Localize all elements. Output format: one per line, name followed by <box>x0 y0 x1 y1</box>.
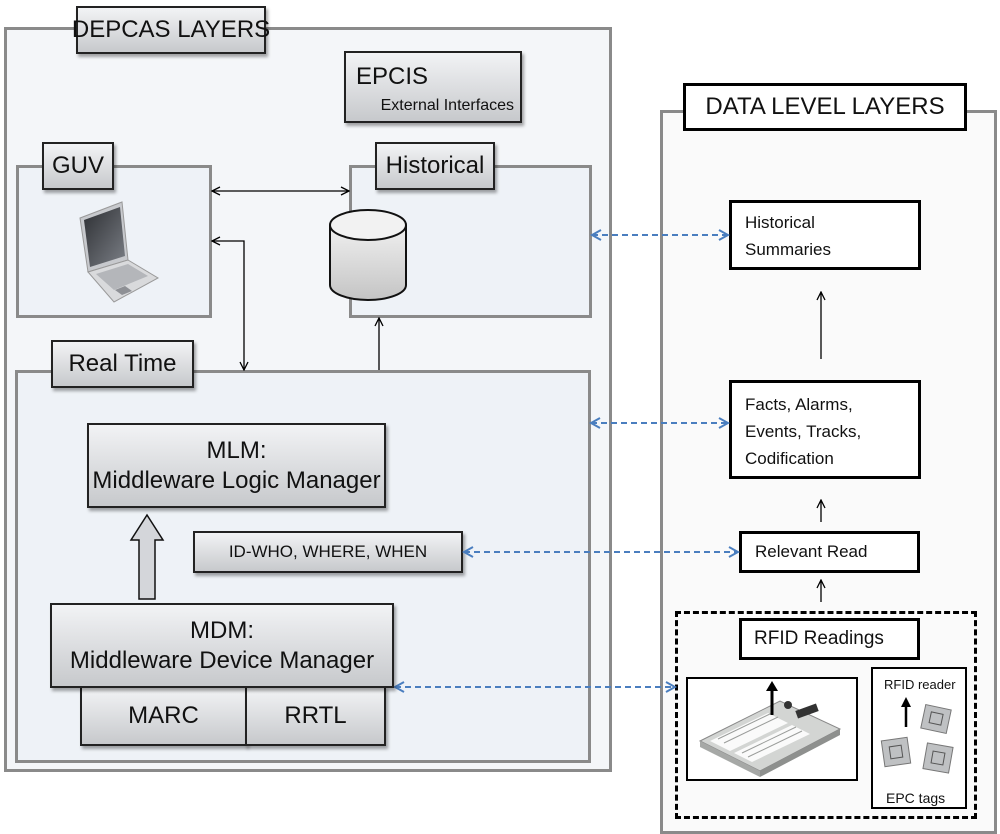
mlm-box: MLM: Middleware Logic Manager <box>87 423 386 508</box>
marc-box: MARC <box>80 686 247 746</box>
id-who-where-when-box: ID-WHO, WHERE, WHEN <box>193 531 463 573</box>
historical-title: Historical <box>375 142 495 190</box>
rfid-board-icon <box>698 681 842 777</box>
rfid-tags-box: RFID reader EPC tags <box>871 667 967 809</box>
epc-tags-icon <box>880 697 954 774</box>
historical-summaries-box: Historical Summaries <box>729 200 921 270</box>
guv-title: GUV <box>42 142 114 190</box>
rfid-readings-box: RFID Readings <box>739 618 920 660</box>
rfid-reader-label: RFID reader <box>884 677 956 692</box>
epc-tags-label: EPC tags <box>886 790 946 806</box>
real-time-title: Real Time <box>51 340 194 388</box>
epcis-subtitle: External Interfaces <box>380 97 514 114</box>
rfid-board-image-box <box>686 677 858 781</box>
rrtl-box: RRTL <box>245 686 386 746</box>
rfid-group <box>675 611 977 819</box>
database-icon <box>329 209 407 301</box>
relevant-read-box: Relevant Read <box>739 531 920 573</box>
laptop-icon <box>79 201 160 303</box>
depcas-layers-title: DEPCAS LAYERS <box>72 6 270 54</box>
data-level-layers-title: DATA LEVEL LAYERS <box>683 83 967 131</box>
mdm-box: MDM: Middleware Device Manager <box>50 603 394 688</box>
facts-alarms-box: Facts, Alarms, Events, Tracks, Codificat… <box>729 380 921 479</box>
epcis-box: EPCIS External Interfaces <box>344 51 522 123</box>
epcis-title: EPCIS <box>356 63 429 90</box>
